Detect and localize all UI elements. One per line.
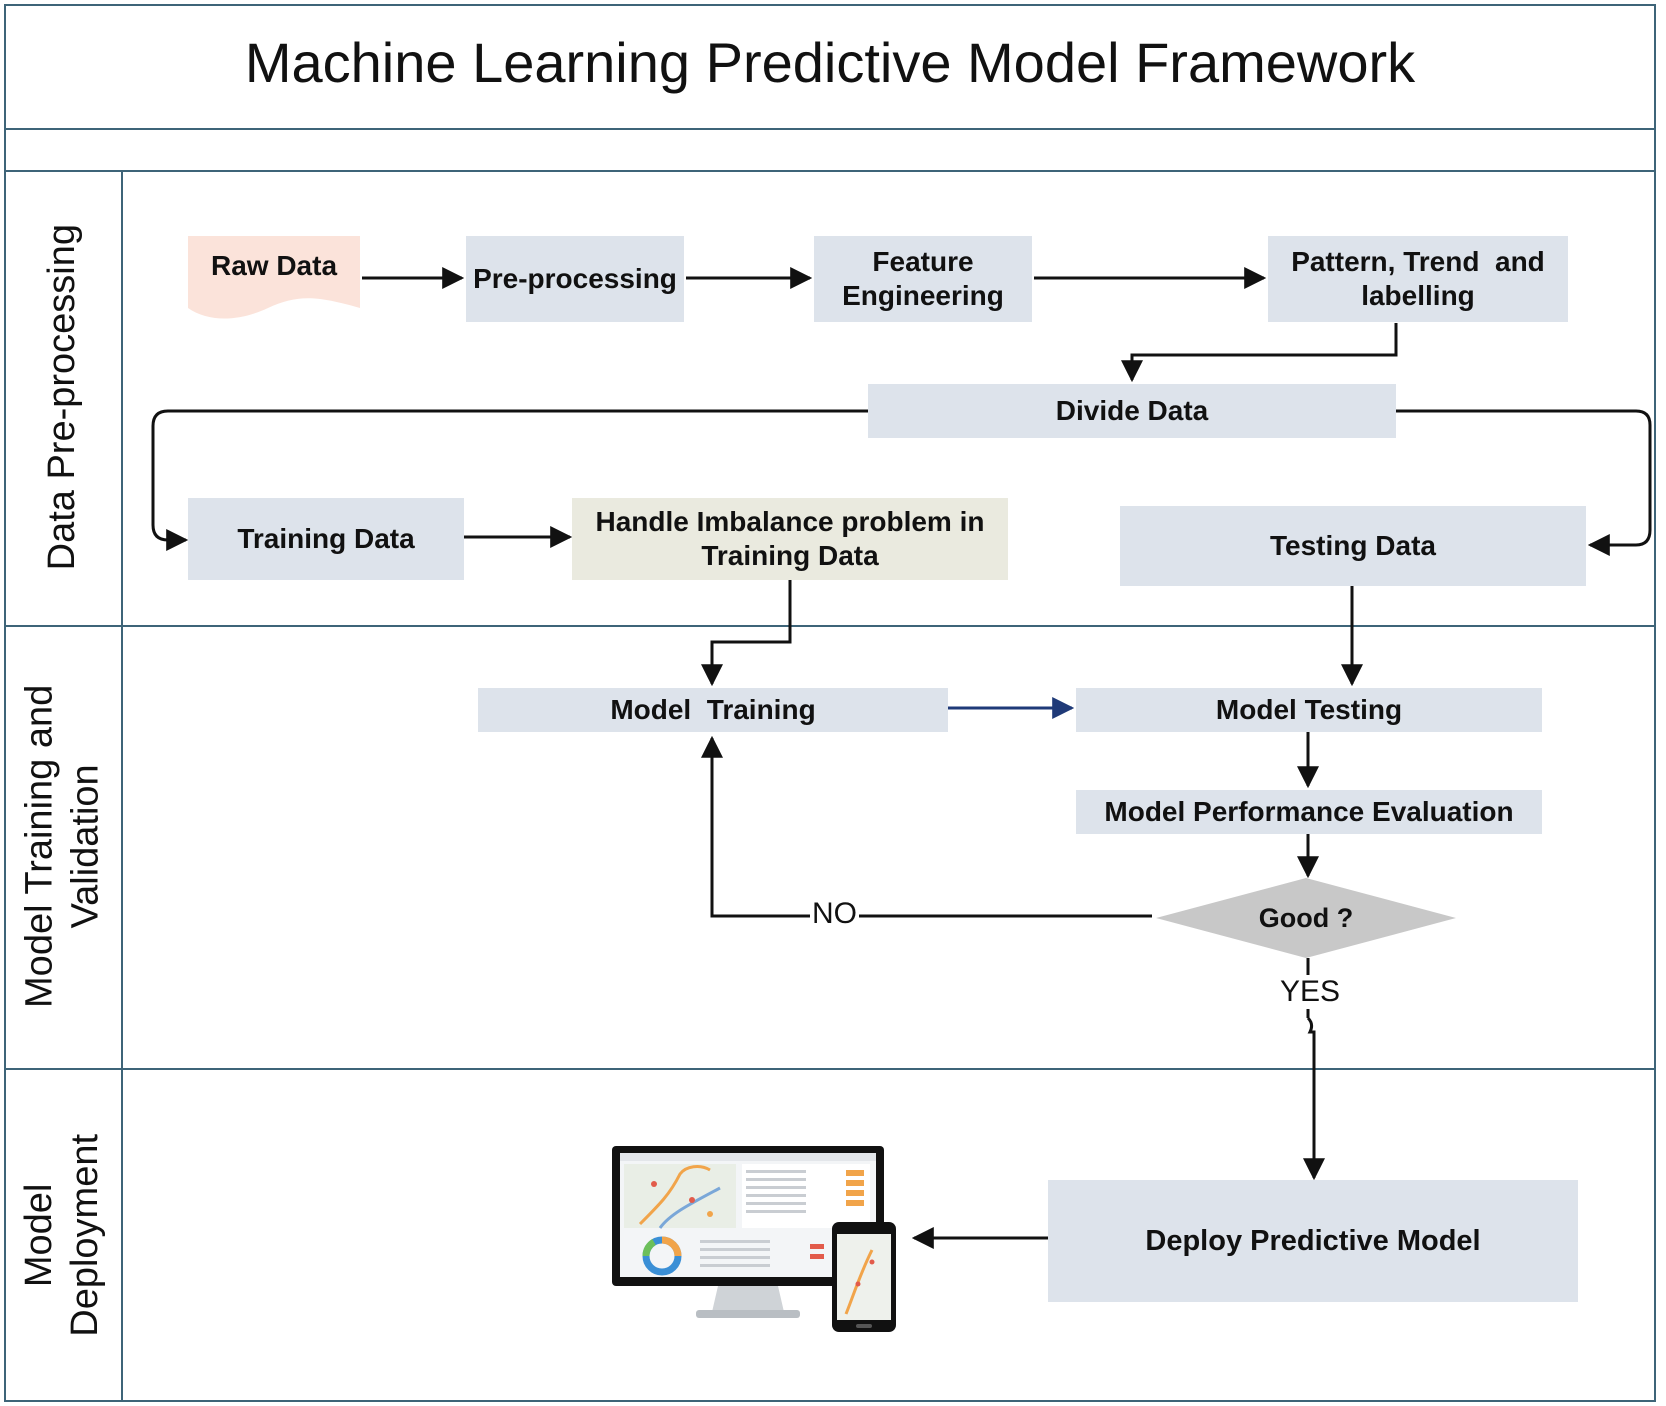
title-divider — [4, 128, 1656, 130]
edge-label-no: NO — [810, 897, 859, 931]
pattern-line2: labelling — [1361, 280, 1475, 311]
lane-divider-1 — [4, 625, 1656, 627]
model-testing-node: Model Testing — [1076, 688, 1542, 732]
training-data-node: Training Data — [188, 498, 464, 580]
arrow-decision-no-loop — [701, 735, 1152, 918]
handle-imbalance-node: Handle Imbalance problem in Training Dat… — [572, 498, 1008, 580]
pre-processing-node: Pre-processing — [466, 236, 684, 322]
decision-diamond-shape — [1156, 878, 1456, 958]
feature-engineering-line2: Engineering — [842, 280, 1004, 311]
edge-label-yes: YES — [1278, 975, 1343, 1009]
header-divider — [4, 170, 1656, 172]
arrow-divide-to-training — [151, 409, 868, 551]
diagram-title: Machine Learning Predictive Model Framew… — [244, 30, 1416, 94]
diagram-frame — [4, 4, 1656, 1402]
model-performance-evaluation-node: Model Performance Evaluation — [1076, 790, 1542, 834]
feature-engineering-line1: Feature — [872, 246, 974, 278]
divide-data-node: Divide Data — [868, 384, 1396, 438]
imbalance-line1: Handle Imbalance problem in — [595, 506, 985, 538]
arrow-divide-to-testing — [1396, 409, 1652, 556]
arrow-pattern-to-divide — [1121, 323, 1398, 383]
lane-label-divider — [121, 170, 123, 1402]
raw-data-label: Raw Data — [210, 250, 338, 281]
model-training-node: Model Training — [478, 688, 948, 732]
arrow-imbalance-to-model-training — [701, 580, 792, 687]
pattern-trend-labelling-node: Pattern, Trend and labelling — [1268, 236, 1568, 322]
imbalance-line2: Training Data — [701, 540, 879, 571]
testing-data-node: Testing Data — [1120, 506, 1586, 586]
feature-engineering-node: Feature Engineering — [814, 236, 1032, 322]
monitor-and-phone-dashboard-icon — [612, 1146, 896, 1332]
deploy-predictive-model-node: Deploy Predictive Model — [1048, 1180, 1578, 1302]
pattern-line1: Pattern, Trend and — [1291, 246, 1545, 278]
raw-data-node: Raw Data — [188, 236, 360, 322]
good-decision-label: Good ? — [1258, 902, 1354, 933]
document-shape-icon — [188, 236, 360, 319]
lane-divider-2 — [4, 1068, 1656, 1070]
good-decision-node: Good ? — [1156, 878, 1456, 958]
